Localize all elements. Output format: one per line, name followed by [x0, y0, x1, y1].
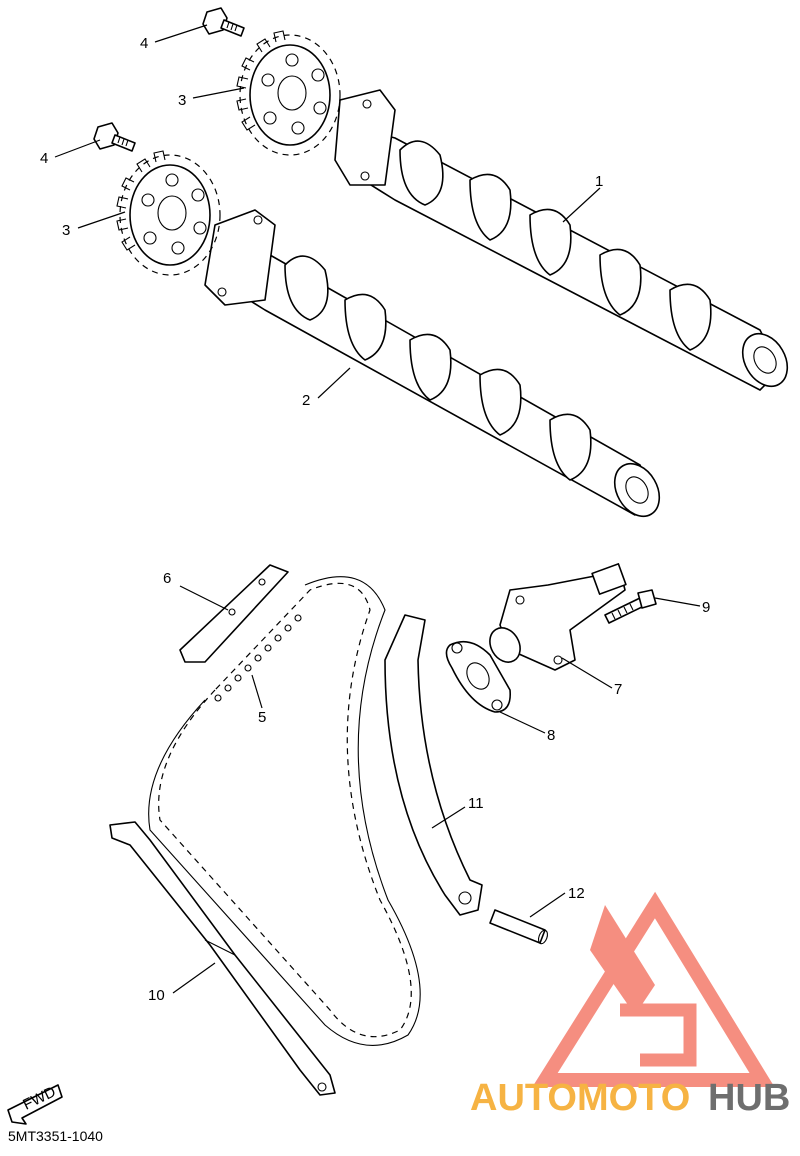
callout-4-upper: 4 [140, 35, 148, 52]
sprocket-bolt-upper [202, 7, 245, 37]
cam-sprocket-lower [116, 150, 221, 276]
watermark-text-hub: HUB [708, 1077, 790, 1119]
callout-9: 9 [702, 599, 710, 616]
watermark-text-automoto: AUTOMOTO [470, 1077, 690, 1119]
tensioner-bolt [604, 589, 657, 624]
callout-11: 11 [468, 795, 484, 812]
callout-3-upper: 3 [178, 92, 186, 109]
chain-guide-front [109, 821, 336, 1096]
callout-12: 12 [568, 885, 585, 902]
callout-6: 6 [163, 570, 171, 587]
tensioner-gasket [445, 640, 512, 713]
callout-10: 10 [148, 987, 165, 1004]
watermark-logo-icon [532, 891, 775, 1087]
callout-5: 5 [258, 709, 266, 726]
callout-4-lower: 4 [40, 150, 48, 167]
cam-sprocket-upper [236, 30, 341, 156]
chain-tensioner-guide [384, 614, 483, 916]
callout-labels: 1 2 3 3 4 4 5 6 7 8 9 10 11 12 [40, 35, 710, 1004]
camshaft-exhaust [334, 89, 789, 391]
diagram-reference-code: 5MT3351-1040 [8, 1128, 103, 1144]
callout-1: 1 [595, 173, 603, 190]
callout-8: 8 [547, 727, 555, 744]
chain-tensioner [489, 563, 627, 671]
callout-7: 7 [614, 681, 622, 698]
leader-lines [54, 24, 701, 994]
fwd-arrow-badge: FWD [7, 1083, 63, 1125]
camshaft-intake [204, 209, 661, 518]
chain-guide-top [179, 564, 289, 663]
automotohub-watermark: AUTOMOTO HUB [470, 891, 790, 1119]
sprocket-bolt-lower [93, 122, 136, 152]
guide-pin [489, 909, 549, 945]
callout-3-lower: 3 [62, 222, 70, 239]
timing-chain [148, 576, 421, 1046]
callout-2: 2 [302, 392, 310, 409]
chain-links [214, 614, 302, 702]
